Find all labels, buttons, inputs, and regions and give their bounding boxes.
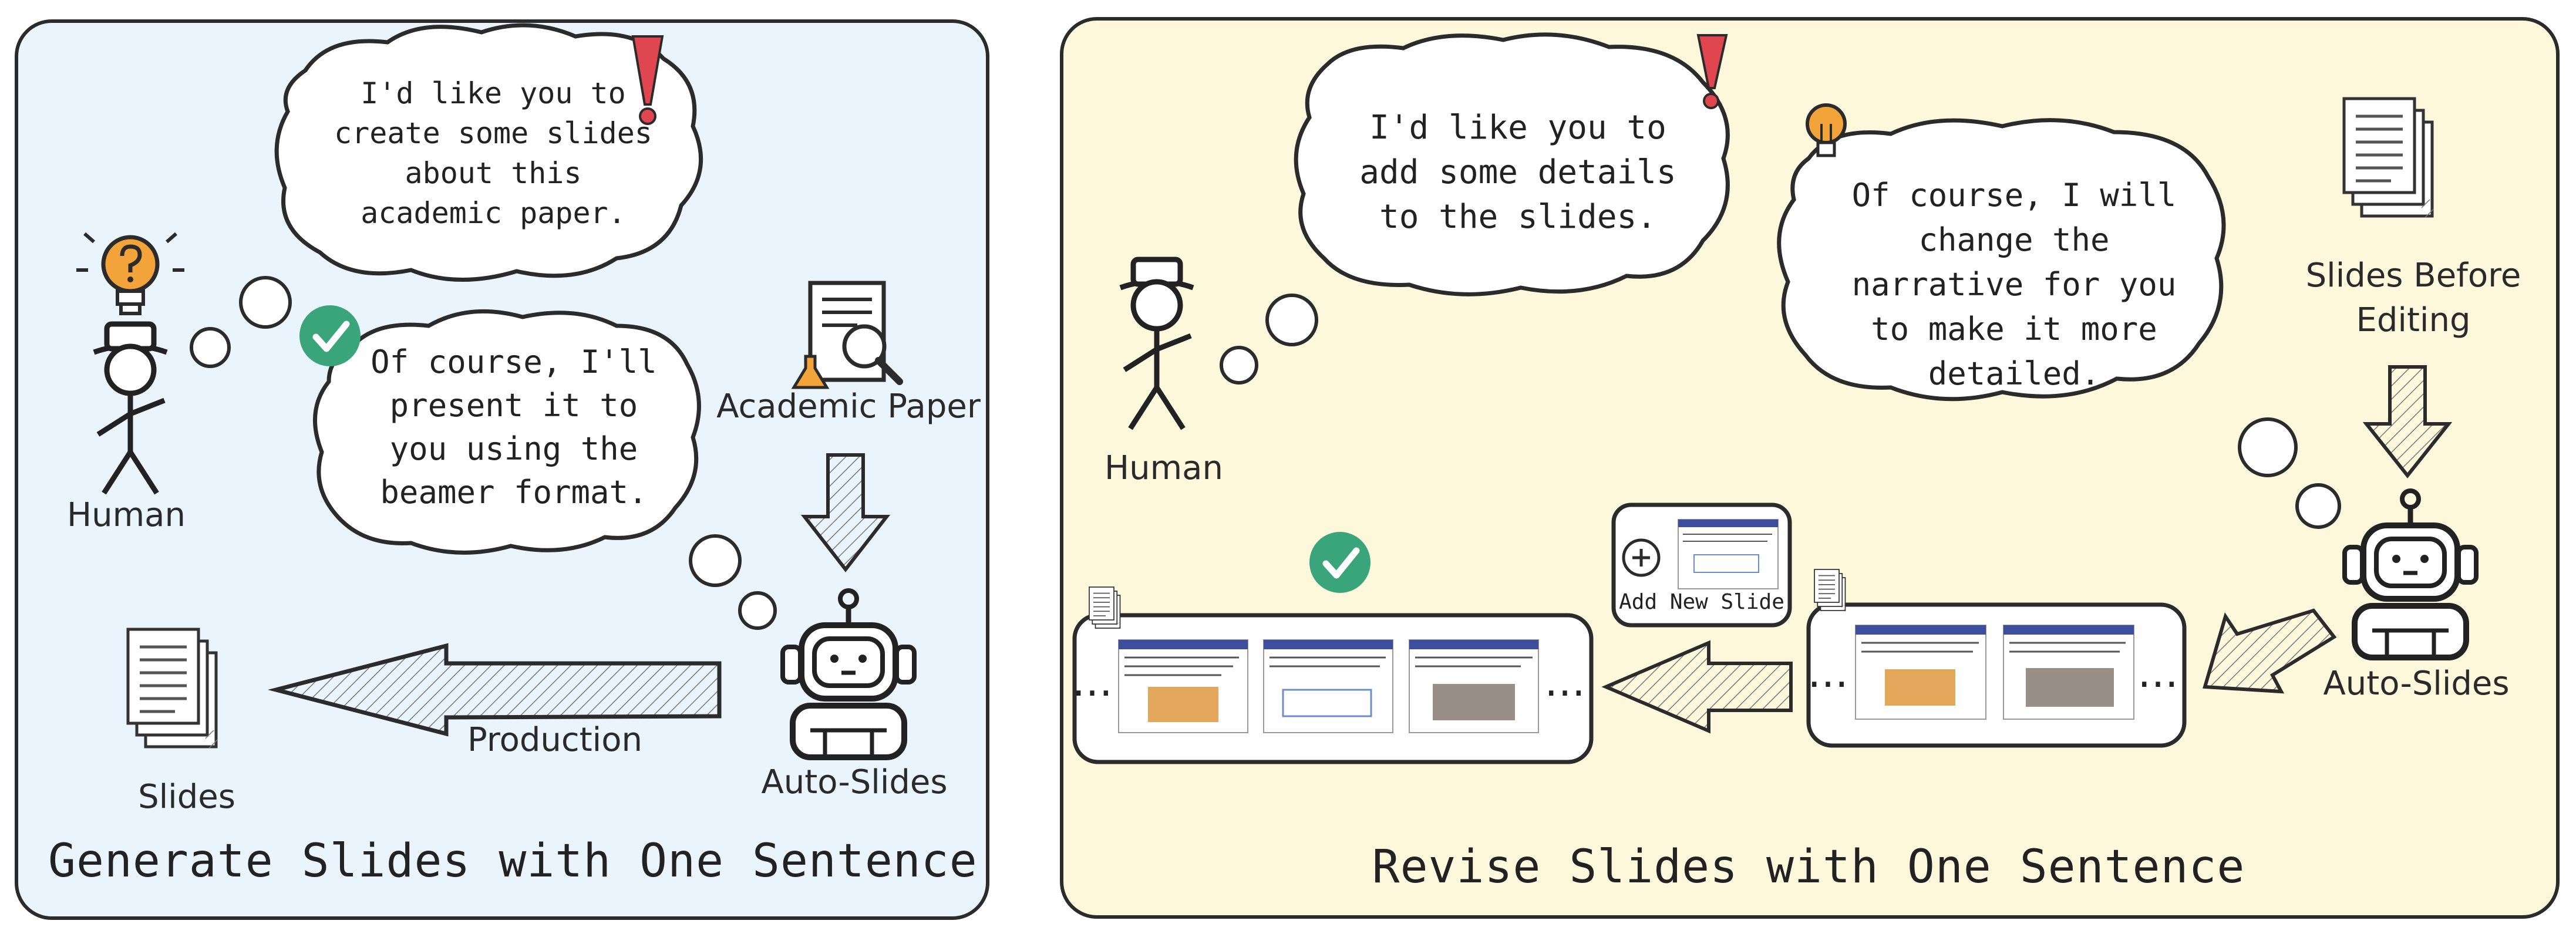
slides-input-icon (2344, 99, 2433, 217)
down-arrow (2362, 365, 2453, 478)
ellipsis-right: … (1544, 657, 1585, 706)
lightbulb-icon (1806, 103, 1847, 157)
ellipsis-left: … (1807, 649, 1848, 697)
ellipsis-right: … (2137, 649, 2178, 697)
auto-slides-label: Auto-Slides (761, 763, 948, 801)
thought-dot (239, 276, 292, 329)
thought-dot (1265, 294, 1318, 346)
academic-paper-icon (791, 281, 903, 389)
slides-label: Slides (138, 778, 235, 816)
left-reply-cloud (312, 309, 701, 555)
slide-thumbnail (1855, 625, 1986, 720)
slide-thumbnail (1678, 519, 1779, 589)
ellipsis-left: … (1072, 657, 1113, 706)
slides-stack-icon (1814, 569, 1847, 612)
exclamation-icon (631, 35, 664, 125)
production-arrow (268, 643, 722, 737)
right-reply-text: Of course, I will change the narrative f… (1851, 177, 2177, 392)
thought-dot (1220, 346, 1258, 385)
slides-output-icon (128, 629, 217, 748)
slides-stack-icon (1089, 586, 1122, 629)
thought-dot (738, 591, 777, 630)
human-label: Human (67, 496, 186, 534)
slide-thumbnail (2003, 625, 2134, 720)
thought-dot (190, 327, 231, 368)
right-panel (1060, 17, 2560, 919)
right-request-text: I'd like you to add some details to the … (1359, 109, 1676, 236)
right-panel-title: Revise Slides with One Sentence (1372, 841, 2245, 893)
right-reply-cloud (1777, 118, 2226, 402)
left-reply-text: Of course, I'll present it to you using … (371, 343, 657, 511)
left-request-cloud (274, 23, 703, 282)
auto-slides-label: Auto-Slides (2323, 665, 2510, 703)
down-arrow (800, 453, 891, 572)
human-label: Human (1105, 449, 1223, 487)
slide-thumbnail (1409, 639, 1539, 733)
left-request-text: I'd like you to create some slides about… (334, 76, 652, 230)
academic-paper-label: Academic Paper (716, 387, 981, 426)
slide-thumbnail (1263, 639, 1393, 733)
slides-before-editing-label: Slides Before Editing (2305, 257, 2521, 339)
exclamation-icon (1696, 34, 1728, 109)
thought-dot (2295, 483, 2341, 529)
lightbulb-question-icon (76, 232, 184, 315)
thought-dot (689, 534, 742, 587)
plus-icon (1622, 538, 1661, 577)
slide-thumbnail (1118, 639, 1248, 733)
add-new-slide-label: Add New Slide (1619, 590, 1784, 614)
right-request-cloud (1294, 32, 1730, 296)
check-badge-icon (1309, 532, 1371, 593)
revision-arrow (1601, 640, 1793, 734)
production-label: Production (467, 721, 642, 759)
diagonal-arrow (2203, 608, 2337, 694)
thought-dot (2238, 417, 2298, 477)
left-panel-title: Generate Slides with One Sentence (48, 835, 978, 888)
